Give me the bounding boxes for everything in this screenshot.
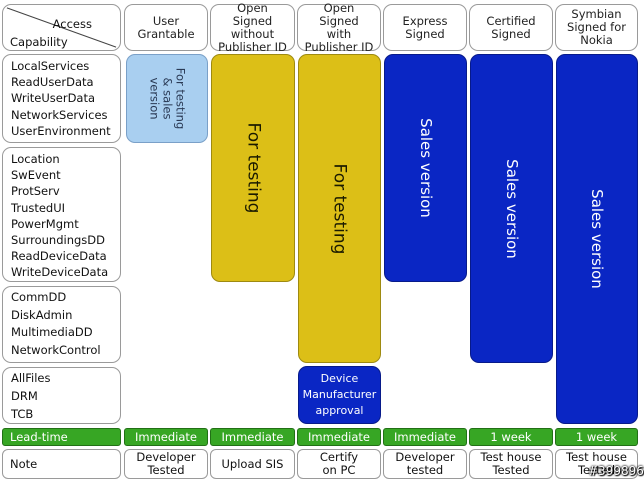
capability-item: PowerMgmt [11, 216, 79, 231]
note-open-with: Certify on PC [297, 449, 381, 479]
capability-group-manufacturer: CommDD DiskAdmin MultimediaDD NetworkCon… [2, 286, 121, 363]
lead-time-label: Lead-time [2, 428, 121, 446]
capability-item: DRM [11, 389, 38, 403]
note-user-grantable: Developer Tested [124, 449, 208, 479]
capability-item: Location [11, 152, 60, 166]
capability-item: WriteUserData [11, 91, 96, 106]
bar-user-grantable-label: For testing & sales version [147, 67, 188, 130]
column-header-user-grantable: User Grantable [124, 4, 208, 51]
bar-device-manufacturer-approval: Device Manufacturer approval [298, 366, 381, 424]
bar-open-without-label: For testing [243, 122, 263, 214]
bar-express-signed: Sales version [384, 54, 467, 282]
lead-time-open-without: Immediate [210, 428, 295, 446]
bar-open-signed-with-publisher-id: For testing [298, 54, 381, 363]
bar-certified-label: Sales version [502, 158, 521, 259]
bar-certified-signed: Sales version [470, 54, 553, 363]
diagonal-divider [6, 7, 117, 48]
lead-time-certified: 1 week [469, 428, 553, 446]
capability-item: ReadDeviceData [11, 249, 107, 264]
capability-item: ReadUserData [11, 75, 94, 90]
bar-express-label: Sales version [416, 118, 435, 218]
column-header-express-signed: Express Signed [383, 4, 467, 51]
watermark: #399896 [588, 464, 644, 478]
bar-nokia-label: Sales version [588, 189, 607, 289]
capability-item: CommDD [11, 290, 67, 304]
note-express: Developer tested [383, 449, 467, 479]
capability-group-basic: LocalServices ReadUserData WriteUserData… [2, 54, 121, 143]
capability-group-tcb: AllFiles DRM TCB [2, 367, 121, 424]
capability-item: NetworkServices [11, 107, 108, 122]
capability-item: SwEvent [11, 168, 61, 183]
lead-time-nokia: 1 week [555, 428, 638, 446]
capability-item: ProtServ [11, 184, 60, 199]
note-open-without: Upload SIS [210, 449, 295, 479]
header-corner-cell: Access Capability [2, 4, 121, 51]
capability-item: WriteDeviceData [11, 265, 109, 280]
bar-open-with-label: For testing [329, 163, 350, 254]
lead-time-open-with: Immediate [297, 428, 381, 446]
column-header-symbian-signed-for-nokia: Symbian Signed for Nokia [555, 4, 638, 51]
column-header-certified-signed: Certified Signed [469, 4, 553, 51]
column-header-open-signed-without-publisher-id: Open Signed without Publisher ID [210, 1, 295, 53]
capability-item: DiskAdmin [11, 307, 73, 322]
capability-item: MultimediaDD [11, 325, 93, 339]
note-certified: Test house Tested [469, 449, 553, 479]
access-label: Access [52, 17, 92, 31]
capability-item: AllFiles [11, 371, 51, 385]
capability-item: SurroundingsDD [11, 233, 105, 248]
capability-item: NetworkControl [11, 342, 101, 357]
capability-item: TCB [11, 407, 34, 421]
note-nokia: Test house Tested [555, 449, 638, 479]
bar-open-signed-without-publisher-id: For testing [211, 54, 295, 282]
lead-time-express: Immediate [383, 428, 467, 446]
capability-item: TrustedUI [11, 200, 66, 215]
column-header-open-signed-with-publisher-id: Open Signed with Publisher ID [297, 1, 381, 53]
bar-symbian-signed-for-nokia: Sales version [556, 54, 638, 424]
capability-group-extended: Location SwEvent ProtServ TrustedUI Powe… [2, 147, 121, 282]
capability-label: Capability [10, 35, 68, 49]
lead-time-user-grantable: Immediate [124, 428, 208, 446]
note-label: Note [2, 449, 121, 479]
capability-item: LocalServices [11, 59, 90, 73]
capability-item: UserEnvironment [11, 123, 111, 138]
bar-user-grantable: For testing & sales version [126, 54, 208, 143]
